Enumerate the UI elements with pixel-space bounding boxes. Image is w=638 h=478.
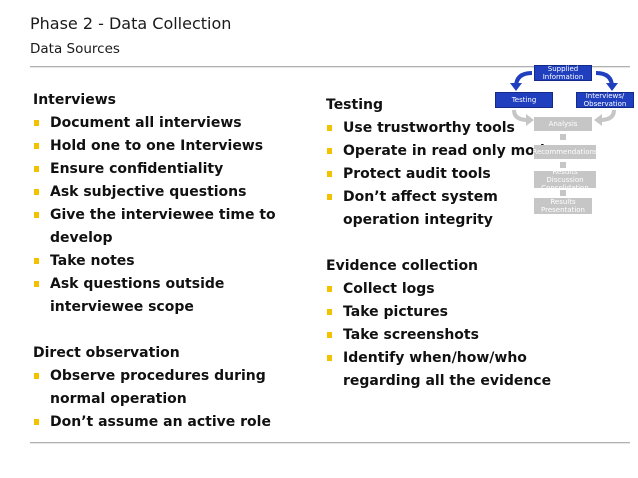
list-item: Hold one to one Interviews: [33, 135, 313, 158]
left-curved-arrow-icon: [510, 71, 533, 91]
testing-heading: Testing: [326, 97, 383, 113]
evidence-list: Collect logs Take pictures Take screensh…: [326, 278, 566, 393]
diagram-supplied-information: Supplied Information: [534, 65, 592, 81]
list-item: Document all interviews: [33, 112, 313, 135]
right-curved-arrow-icon: [595, 71, 618, 91]
top-divider: [30, 66, 630, 68]
interviews-heading: Interviews: [33, 92, 116, 108]
left-column: Interviews Document all interviews Hold …: [33, 89, 313, 434]
direct-observation-heading: Direct observation: [33, 345, 180, 361]
diagram-analysis: Analysis: [534, 117, 592, 131]
connector: [560, 190, 566, 196]
list-item: Collect logs: [326, 278, 566, 301]
diagram-recommendations: Recommendations: [532, 145, 598, 159]
list-item: Protect audit tools: [326, 163, 566, 186]
list-item: Ask subjective questions: [33, 181, 313, 204]
list-item: Identify when/how/who regarding all the …: [326, 347, 566, 393]
interviews-list: Document all interviews Hold one to one …: [33, 112, 313, 319]
right-column: Testing Use trustworthy tools Operate in…: [326, 94, 566, 393]
slide-title: Phase 2 - Data Collection: [30, 14, 232, 33]
list-item: Take pictures: [326, 301, 566, 324]
observation-list: Observe procedures during normal operati…: [33, 365, 313, 434]
diagram-results-discussion: Results Discussion Consolidation: [534, 168, 596, 192]
evidence-collection-heading: Evidence collection: [326, 258, 479, 274]
list-item: Take notes: [33, 250, 313, 273]
bottom-divider: [30, 442, 630, 444]
list-item: Use trustworthy tools: [326, 117, 566, 140]
left-return-arrow-icon: [512, 110, 534, 126]
diagram-testing: Testing: [495, 92, 553, 108]
list-item: Give the interviewee time to develop: [33, 204, 313, 250]
list-item: Ask questions outside interviewee scope: [33, 273, 313, 319]
list-item: Operate in read only mode: [326, 140, 566, 163]
list-item: Don’t affect system operation integrity: [326, 186, 566, 232]
diagram-results-presentation: Results Presentation: [534, 198, 592, 214]
right-return-arrow-icon: [594, 110, 616, 126]
connector: [560, 134, 566, 140]
slide-subtitle: Data Sources: [30, 41, 120, 57]
process-diagram: Supplied Information Testing Interviews/…: [490, 60, 635, 220]
testing-list: Use trustworthy tools Operate in read on…: [326, 117, 566, 232]
connector: [560, 162, 566, 168]
diagram-interviews-observation: Interviews/ Observation: [576, 92, 634, 108]
list-item: Take screenshots: [326, 324, 566, 347]
list-item: Observe procedures during normal operati…: [33, 365, 313, 411]
list-item: Ensure confidentiality: [33, 158, 313, 181]
list-item: Don’t assume an active role: [33, 411, 313, 434]
